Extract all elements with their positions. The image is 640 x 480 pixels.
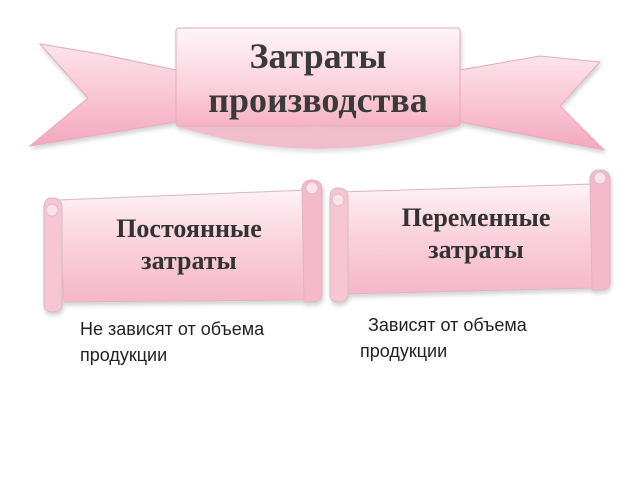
ribbon-fold — [176, 104, 460, 149]
variable-costs-label-line-2: затраты — [428, 235, 524, 264]
variable-costs-desc-line-2: продукции — [360, 341, 448, 361]
fixed-costs-label: Постоянные затраты — [64, 200, 314, 290]
fixed-scroll-right-roll — [301, 179, 323, 303]
fixed-costs-desc-line-1: Не зависят от объема — [80, 319, 265, 339]
fixed-costs-desc-line-2: продукции — [80, 345, 168, 365]
ribbon-left-tail — [28, 43, 177, 147]
ribbon-center-panel — [175, 27, 461, 127]
page-title: Затраты производства — [176, 30, 460, 126]
variable-costs-scroll — [329, 169, 611, 303]
title-ribbon — [28, 27, 606, 151]
fixed-costs-label-line-1: Постоянные — [116, 214, 262, 243]
variable-costs-desc-line-1: Зависят от объема — [368, 315, 527, 335]
variable-costs-label-line-1: Переменные — [401, 203, 551, 232]
title-line-1: Затраты — [249, 36, 387, 76]
title-line-2: производства — [208, 80, 428, 120]
variable-scroll-left-roll — [329, 187, 349, 303]
fixed-costs-label-line-2: затраты — [141, 246, 237, 275]
variable-costs-description: Зависят от объема продукции — [360, 312, 610, 364]
fixed-scroll-left-roll — [43, 197, 63, 313]
variable-scroll-right-roll — [589, 169, 611, 291]
variable-costs-label: Переменные затраты — [346, 188, 606, 280]
fixed-costs-scroll — [43, 179, 323, 313]
ribbon-right-tail — [459, 55, 606, 151]
fixed-costs-description: Не зависят от объема продукции — [80, 316, 330, 368]
